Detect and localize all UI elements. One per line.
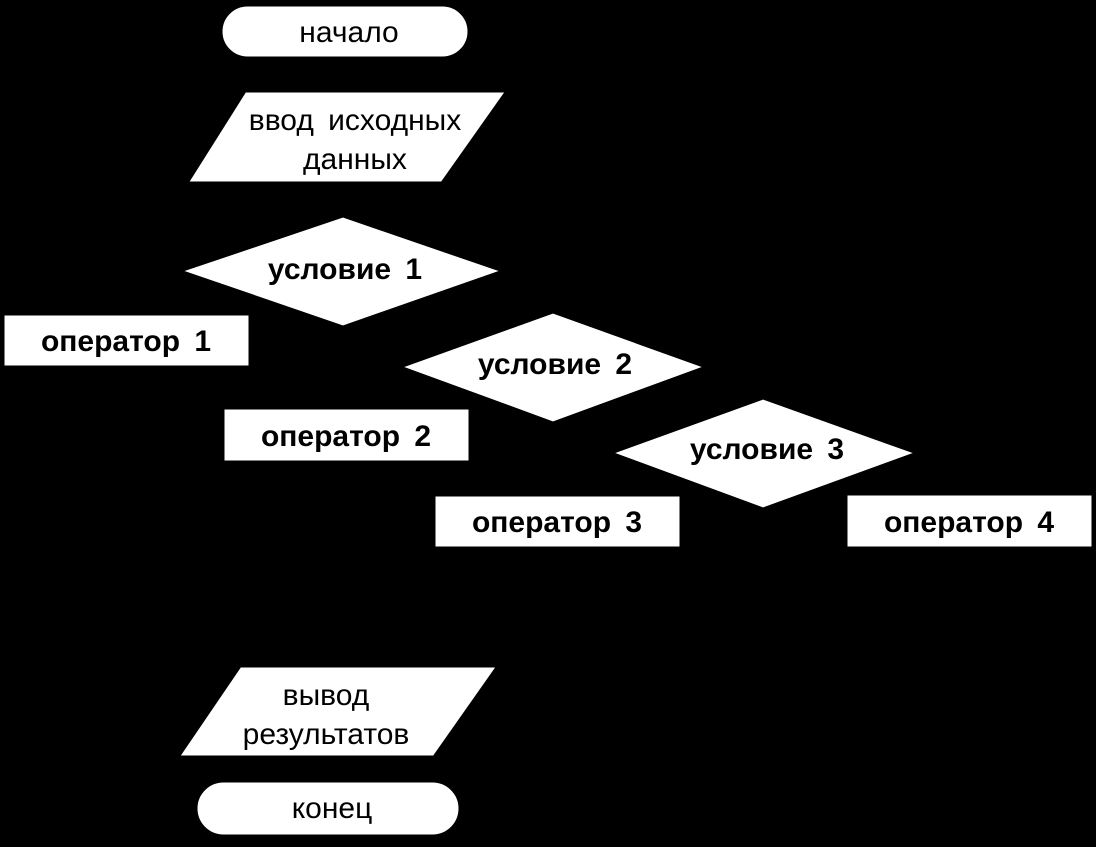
start-terminator-shape	[219, 3, 471, 60]
operator-4: оператор 4	[844, 492, 1095, 550]
condition-2: условие 2	[395, 310, 711, 425]
end-terminator-shape	[194, 779, 462, 838]
output-block-shape	[175, 664, 501, 759]
start-terminator: начало	[219, 3, 471, 60]
condition-3-label: условие 3	[690, 433, 844, 466]
input-block: ввод исходных данных	[184, 89, 510, 185]
operator-1-shape	[1, 312, 252, 369]
operator-3: оператор 3	[432, 493, 683, 550]
output-block: вывод результатов	[175, 664, 501, 759]
end-label: конец	[292, 792, 373, 825]
output-label-line-2: результатов	[243, 718, 410, 751]
output-label-line-1: вывод	[283, 679, 370, 712]
operator-3-shape	[432, 493, 683, 550]
condition-1-shape	[175, 214, 508, 329]
condition-3: условие 3	[606, 396, 922, 511]
condition-3-shape	[606, 396, 922, 511]
input-label-line-1: ввод исходных	[249, 104, 461, 137]
input-block-shape	[184, 89, 510, 185]
condition-2-shape	[395, 310, 711, 425]
operator-2-shape	[221, 406, 472, 464]
operator-2-label: оператор 2	[261, 420, 431, 453]
condition-1: условие 1	[175, 214, 508, 329]
input-label-line-2: данных	[303, 143, 407, 176]
condition-1-label: условие 1	[268, 253, 422, 286]
operator-3-label: оператор 3	[472, 506, 642, 539]
connectors	[126, 58, 969, 782]
start-label: начало	[299, 16, 398, 49]
condition-2-label: условие 2	[478, 348, 632, 381]
operator-2: оператор 2	[221, 406, 472, 464]
operator-4-shape	[844, 492, 1095, 550]
operator-1-label: оператор 1	[41, 325, 211, 358]
operator-4-label: оператор 4	[884, 506, 1054, 539]
end-terminator: конец	[194, 779, 462, 838]
operator-1: оператор 1	[1, 312, 252, 369]
